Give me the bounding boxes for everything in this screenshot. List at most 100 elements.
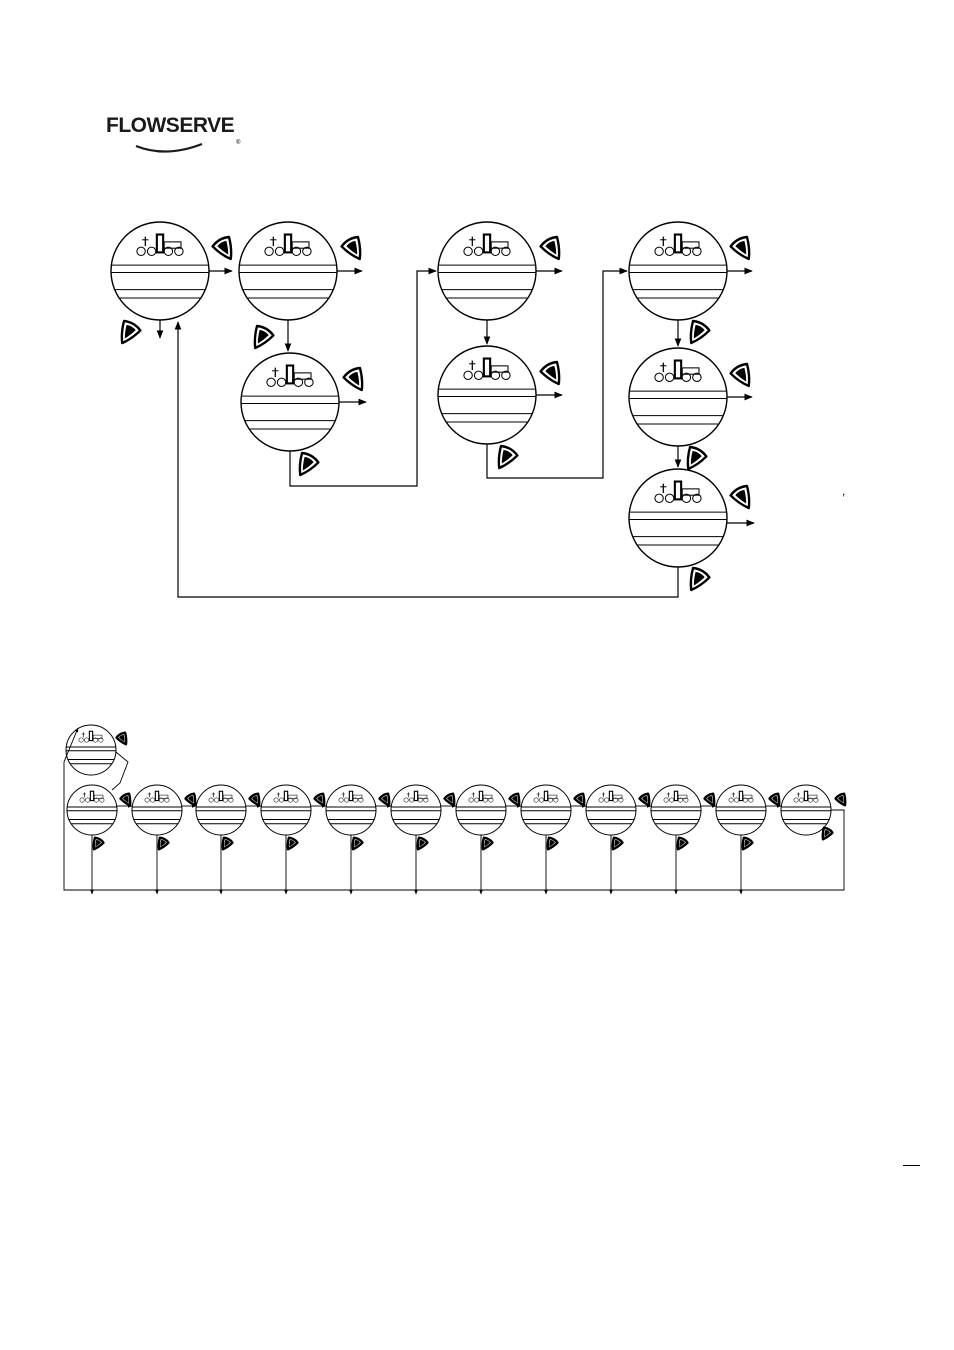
control-knob-icon xyxy=(313,792,326,807)
button-icon xyxy=(683,797,689,803)
button-icon xyxy=(293,377,304,388)
button-icon xyxy=(276,377,287,388)
knob-fill xyxy=(549,839,556,847)
knob-fill xyxy=(501,449,513,464)
control-knob-icon xyxy=(689,566,711,592)
button-icon xyxy=(144,797,150,803)
control-knob-icon xyxy=(539,235,561,261)
display-node xyxy=(110,221,210,321)
button-icon xyxy=(734,797,740,803)
button-icon xyxy=(553,797,559,803)
button-icon xyxy=(92,737,98,743)
control-knob-icon xyxy=(298,451,320,477)
selector-icon xyxy=(673,480,683,501)
selector-icon xyxy=(608,790,614,802)
control-knob-icon xyxy=(378,792,391,807)
button-icon xyxy=(93,797,99,803)
node-circle xyxy=(325,784,377,836)
lcd-readout-icon xyxy=(490,241,509,249)
knob-fill xyxy=(679,839,686,847)
selector-icon xyxy=(482,233,492,254)
flow-arrow xyxy=(63,727,845,891)
knob-fill xyxy=(511,795,518,803)
button-icon xyxy=(423,797,429,803)
button-icon xyxy=(501,370,511,381)
button-icon xyxy=(463,370,473,381)
node-circle xyxy=(238,221,338,321)
selector-icon xyxy=(673,359,683,380)
display-node xyxy=(325,784,377,836)
selector-icon xyxy=(482,357,492,378)
control-knob-icon xyxy=(92,836,105,851)
node-circle xyxy=(455,784,507,836)
display-node xyxy=(65,724,117,776)
lcd-readout-icon xyxy=(490,365,509,373)
display-node xyxy=(260,784,312,836)
display-node xyxy=(628,347,728,447)
node-circle xyxy=(390,784,442,836)
control-knob-icon xyxy=(416,836,429,851)
display-node xyxy=(131,784,183,836)
knob-fill xyxy=(484,839,491,847)
lcd-display-icon xyxy=(663,790,689,803)
button-icon xyxy=(409,797,415,803)
flow-arrow xyxy=(289,267,437,487)
button-icon xyxy=(490,246,501,257)
knob-fill xyxy=(224,839,231,847)
button-icon xyxy=(663,797,669,803)
button-icon xyxy=(463,246,473,257)
lcd-readout-icon xyxy=(681,241,700,249)
button-icon xyxy=(654,246,664,257)
control-knob-icon xyxy=(497,444,519,470)
node-circle xyxy=(131,784,183,836)
lcd-readout-icon xyxy=(547,794,558,799)
lcd-display-icon xyxy=(136,233,184,257)
button-icon xyxy=(669,797,675,803)
lcd-display-icon xyxy=(338,790,364,803)
flow-arrow xyxy=(486,267,628,479)
lcd-readout-icon xyxy=(93,794,104,799)
selector-icon xyxy=(155,233,165,254)
lcd-display-icon xyxy=(264,233,312,257)
node-circle xyxy=(260,784,312,836)
node-circle xyxy=(628,468,728,568)
control-knob-icon xyxy=(686,445,708,471)
button-icon xyxy=(813,797,819,803)
knob-fill xyxy=(122,795,129,803)
knob-fill xyxy=(289,839,296,847)
button-icon xyxy=(604,797,610,803)
page-dash xyxy=(903,1165,920,1166)
button-icon xyxy=(664,372,675,383)
button-icon xyxy=(99,797,105,803)
lcd-display-icon xyxy=(654,233,702,257)
node-circle xyxy=(437,221,537,321)
control-knob-icon xyxy=(546,836,559,851)
control-knob-icon xyxy=(120,319,142,345)
selector-icon xyxy=(283,790,289,802)
knob-fill xyxy=(348,371,360,386)
selector-icon xyxy=(673,233,683,254)
button-icon xyxy=(799,797,805,803)
lcd-display-icon xyxy=(463,233,511,257)
selector-icon xyxy=(348,790,354,802)
knob-fill xyxy=(446,795,453,803)
control-knob-icon xyxy=(703,792,716,807)
selector-icon xyxy=(285,364,295,385)
display-node xyxy=(628,221,728,321)
node-circle xyxy=(195,784,247,836)
selector-icon xyxy=(803,790,809,802)
button-icon xyxy=(539,797,545,803)
button-icon xyxy=(692,246,702,257)
button-icon xyxy=(664,493,675,504)
knob-fill xyxy=(641,795,648,803)
selector-icon xyxy=(738,790,744,802)
stray-mark: , xyxy=(842,484,846,498)
button-icon xyxy=(474,797,480,803)
node-circle xyxy=(585,784,637,836)
button-icon xyxy=(208,797,214,803)
control-knob-icon xyxy=(821,826,834,841)
control-knob-icon xyxy=(508,792,521,807)
button-icon xyxy=(291,246,302,257)
display-node xyxy=(195,784,247,836)
selector-icon xyxy=(218,790,224,802)
